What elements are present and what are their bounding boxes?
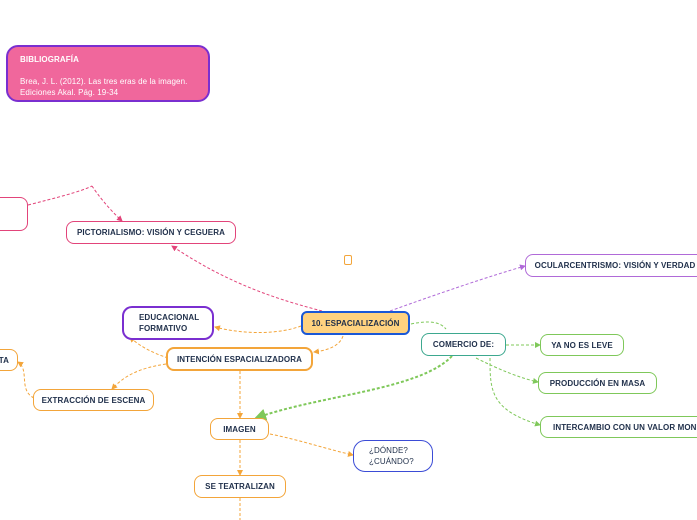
bibliography-title: BIBLIOGRAFÍA xyxy=(20,55,79,64)
node-intencion[interactable]: INTENCIÓN ESPACIALIZADORA xyxy=(166,347,313,371)
link-main-comercio xyxy=(410,321,447,330)
link-comercio-imagen xyxy=(254,355,453,421)
link-main-intencion xyxy=(313,335,344,355)
node-ocularcentrismo[interactable]: OCULARCENTRISMO: VISIÓN Y VERDAD xyxy=(525,254,697,277)
node-ta-label: TA xyxy=(0,355,9,365)
node-educacional-label: EDUCACIONAL FORMATIVO xyxy=(139,313,200,333)
node-donde-cuando[interactable]: ¿DÓNDE? ¿CUÁNDO? xyxy=(353,440,433,472)
link-pictorialismo-bridge xyxy=(91,185,123,222)
node-imagen[interactable]: IMAGEN xyxy=(210,418,269,440)
link-intencion-extraccion xyxy=(111,363,167,390)
bibliography-node[interactable]: BIBLIOGRAFÍA Brea, J. L. (2012). Las tre… xyxy=(6,45,210,102)
node-offscreen-left[interactable] xyxy=(0,197,28,231)
bibliography-line1: Brea, J. L. (2012). Las tres eras de la … xyxy=(20,77,188,86)
note-icon[interactable] xyxy=(344,255,352,265)
node-produccion-label: PRODUCCIÓN EN MASA xyxy=(549,378,646,388)
node-ya-no-es-leve-label: YA NO ES LEVE xyxy=(551,340,613,350)
node-intencion-label: INTENCIÓN ESPACIALIZADORA xyxy=(176,354,303,364)
node-comercio-label: COMERCIO DE: xyxy=(432,340,495,349)
node-pictorialismo-label: PICTORIALISMO: VISIÓN Y CEGUERA xyxy=(76,228,225,237)
node-intercambio[interactable]: INTERCAMBIO CON UN VALOR MONE xyxy=(540,416,697,438)
link-comercio-produccion xyxy=(475,357,539,384)
node-main-espacializacion[interactable]: 10. ESPACIALIZACIÓN xyxy=(301,311,410,335)
node-comercio[interactable]: COMERCIO DE: xyxy=(421,333,506,356)
node-imagen-label: IMAGEN xyxy=(223,424,256,434)
node-teatralizan[interactable]: SE TEATRALIZAN xyxy=(194,475,286,498)
node-pictorialismo[interactable]: PICTORIALISMO: VISIÓN Y CEGUERA xyxy=(66,221,236,244)
link-main-ocularcentrismo xyxy=(389,264,526,312)
link-comercio-intercambio xyxy=(489,357,541,427)
node-extraccion[interactable]: EXTRACCIÓN DE ESCENA xyxy=(33,389,154,411)
node-donde-cuando-label: ¿DÓNDE? ¿CUÁNDO? xyxy=(369,446,414,466)
link-pictorialismo-upper xyxy=(27,185,93,206)
node-ocularcentrismo-label: OCULARCENTRISMO: VISIÓN Y VERDAD xyxy=(534,261,696,270)
link-extraccion-ta xyxy=(17,361,35,399)
bibliography-line2: Ediciones Akal. Pág. 19-34 xyxy=(20,88,119,97)
node-main-label: 10. ESPACIALIZACIÓN xyxy=(311,318,400,328)
node-educacional[interactable]: EDUCACIONAL FORMATIVO xyxy=(122,306,214,340)
link-imagen-donde xyxy=(269,433,354,457)
link-intencion-educacional xyxy=(129,336,169,359)
node-extraccion-label: EXTRACCIÓN DE ESCENA xyxy=(41,395,146,405)
node-teatralizan-label: SE TEATRALIZAN xyxy=(205,482,275,491)
node-ya-no-es-leve[interactable]: YA NO ES LEVE xyxy=(540,334,624,356)
node-produccion[interactable]: PRODUCCIÓN EN MASA xyxy=(538,372,657,394)
node-ta[interactable]: TA xyxy=(0,349,18,371)
link-main-educacional xyxy=(214,325,302,333)
link-main-pictorialismo xyxy=(171,245,323,312)
node-intercambio-label: INTERCAMBIO CON UN VALOR MONE xyxy=(553,422,697,432)
